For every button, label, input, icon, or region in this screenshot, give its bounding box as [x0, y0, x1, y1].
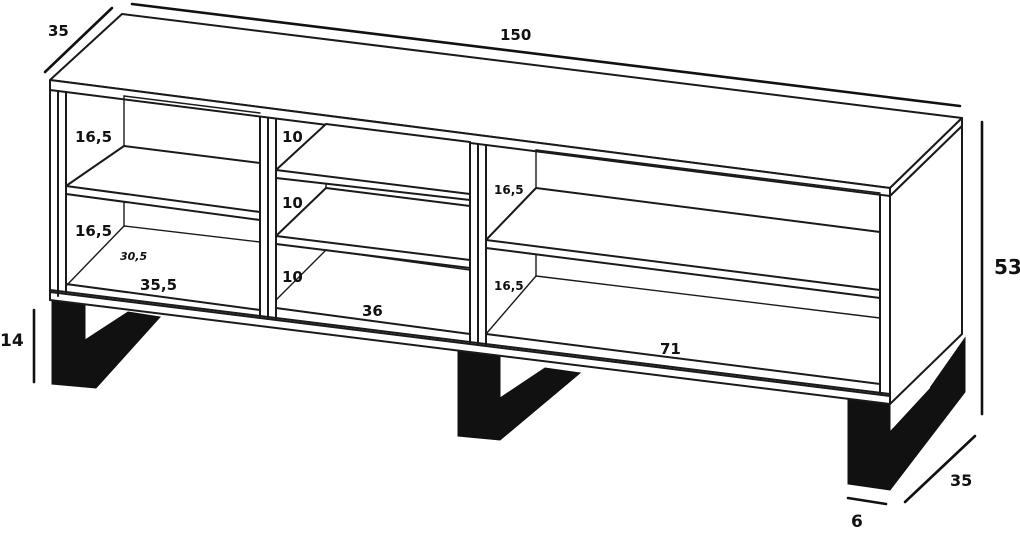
label-width-total: 150: [500, 26, 531, 44]
label-height-total: 53: [994, 255, 1020, 279]
label-right-upper-height: 16,5: [494, 183, 524, 197]
label-leg-width: 6: [851, 512, 863, 530]
right-shelf: [485, 187, 881, 299]
depth-top-line: [43, 6, 114, 74]
middle-upper-shelf: [275, 123, 471, 201]
label-middle-top-height: 10: [282, 128, 303, 146]
top-panel: [49, 13, 963, 197]
label-depth-bottom: 35: [950, 471, 972, 490]
depth-bottom-line: [903, 434, 977, 504]
label-left-width: 35,5: [140, 276, 177, 294]
label-middle-mid-height: 10: [282, 194, 303, 212]
right-leg: [847, 336, 966, 491]
label-middle-bottom-height: 10: [282, 268, 303, 286]
label-left-upper-height: 16,5: [75, 128, 112, 146]
right-leg-inner: [893, 372, 930, 428]
label-left-lower-height: 16,5: [75, 222, 112, 240]
label-left-inner-depth: 30,5: [120, 250, 147, 263]
label-leg-height: 14: [0, 331, 24, 351]
leg-width-line: [846, 496, 888, 506]
middle-leg: [457, 349, 582, 441]
legs: [51, 299, 966, 491]
left-leg: [51, 299, 161, 389]
dimension-labels: 35 150 53 14 35 6 16,5 16,5 30,5 35,5 10…: [0, 22, 1020, 532]
width-top-line: [130, 2, 962, 108]
dimension-lines: [32, 2, 984, 506]
right-side-panel: [889, 125, 963, 405]
label-middle-width: 36: [362, 302, 383, 320]
label-right-lower-height: 16,5: [494, 279, 524, 293]
shelves: [65, 123, 881, 385]
middle-lower-shelf: [275, 187, 471, 269]
label-right-width: 71: [660, 340, 681, 358]
left-shelf: [65, 145, 261, 221]
label-depth-top: 35: [48, 22, 69, 40]
